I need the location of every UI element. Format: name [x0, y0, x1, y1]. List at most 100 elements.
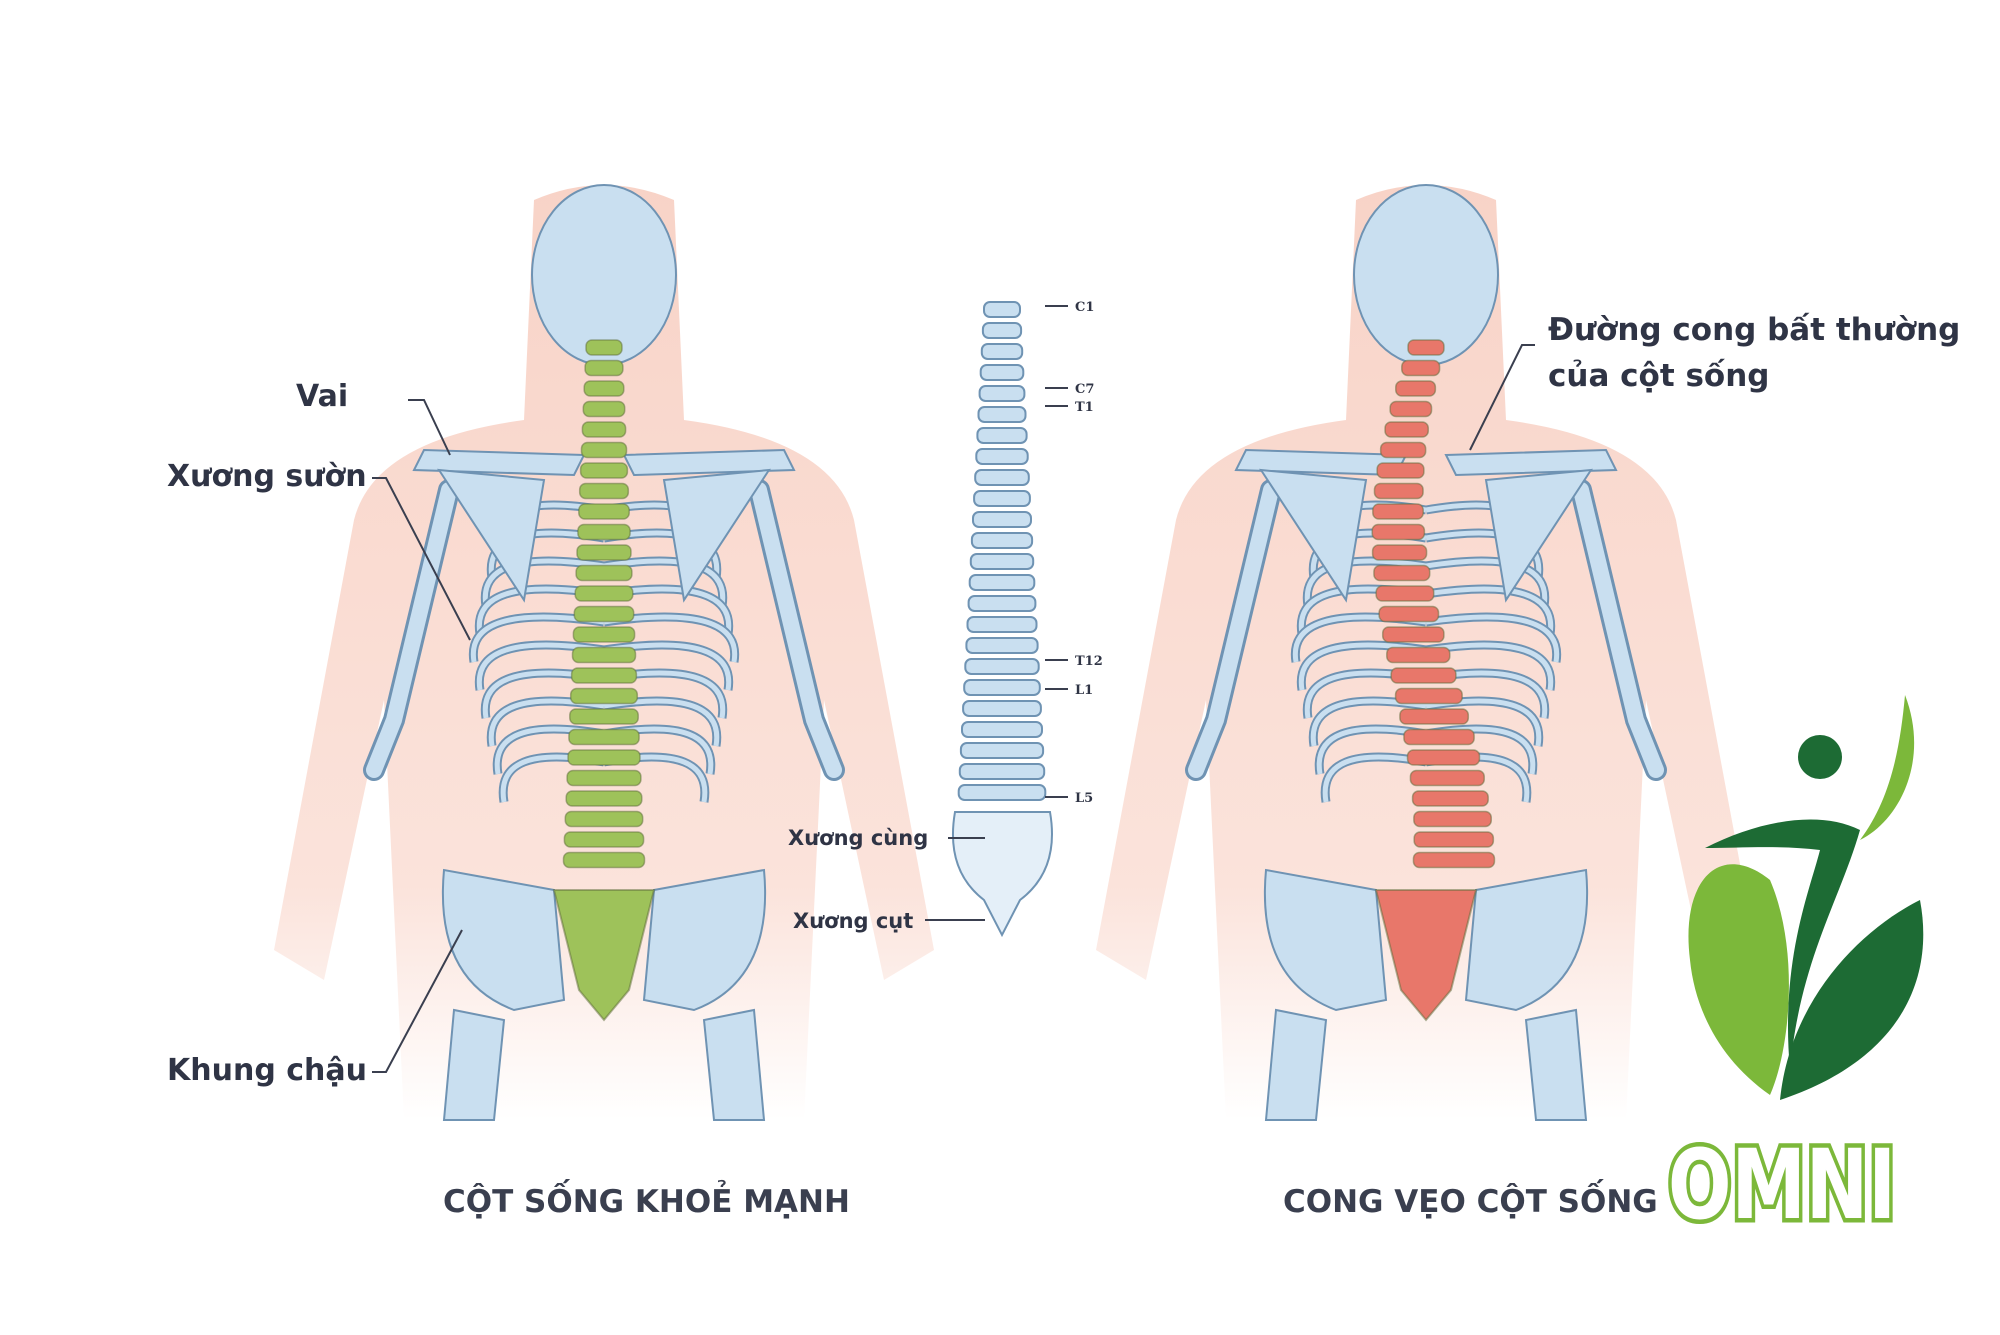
label-ribs: Xương sườn — [167, 459, 367, 494]
vertebra — [1375, 585, 1435, 602]
vertebra — [1390, 667, 1457, 684]
vertebra — [1394, 687, 1463, 705]
vertebra — [1379, 441, 1427, 459]
sacrum — [1374, 889, 1478, 1022]
label-abnormal-curve-1: Đường cong bất thường — [1548, 312, 1960, 348]
vertebra — [573, 605, 635, 623]
rib-fill — [1425, 642, 1554, 691]
vertebra — [1389, 400, 1433, 418]
reference-spine — [951, 301, 1053, 938]
label-shoulder: Vai — [296, 379, 348, 414]
vertebra — [578, 482, 630, 500]
right-femur — [1524, 1008, 1588, 1121]
vertebra — [585, 339, 623, 356]
logo-leaf-right-icon — [1780, 900, 1924, 1100]
vertebra — [562, 851, 646, 869]
marker-t12: T12 — [1075, 654, 1103, 669]
vertebra — [1376, 462, 1425, 479]
vertebra — [569, 687, 639, 705]
right-femur — [702, 1008, 766, 1121]
vertebra — [1407, 339, 1445, 356]
label-pelvis: Khung chậu — [167, 1053, 367, 1088]
vertebra — [1403, 728, 1475, 746]
right-clavicle — [1444, 448, 1618, 477]
vertebra — [970, 532, 1034, 549]
left-femur — [1264, 1008, 1328, 1121]
vertebra — [579, 462, 629, 479]
rib-fill — [1425, 586, 1554, 635]
vertebra — [1406, 749, 1481, 766]
vertebra — [584, 359, 624, 377]
vertebra — [566, 769, 642, 787]
vertebra — [565, 790, 643, 807]
vertebra — [959, 742, 1045, 759]
right-clavicle — [622, 448, 796, 477]
vertebra — [957, 784, 1047, 801]
vertebra — [964, 658, 1040, 675]
vertebra — [564, 810, 644, 828]
vertebra — [981, 322, 1023, 339]
vertebra — [576, 544, 632, 561]
sacrum — [951, 811, 1053, 938]
vertebra — [582, 400, 626, 418]
left-scapula — [437, 468, 546, 603]
vertebra — [583, 380, 625, 397]
vertebra — [575, 564, 633, 582]
vertebra — [567, 749, 641, 766]
logo-text: OMNI — [1668, 1129, 1896, 1241]
vertebra — [574, 585, 634, 602]
marker-l1: L1 — [1075, 683, 1093, 698]
vertebra — [1378, 605, 1440, 623]
label-coccyx: Xương cụt — [793, 909, 913, 933]
left-femur — [442, 1008, 506, 1121]
left-ilium — [441, 868, 566, 1012]
caption-healthy: CỘT SỐNG KHOẺ MẠNH — [443, 1179, 850, 1220]
vertebra — [975, 448, 1029, 465]
vertebra — [963, 679, 1041, 696]
skull — [1353, 184, 1499, 366]
vertebra — [966, 616, 1038, 633]
left-clavicle — [412, 448, 586, 477]
vertebra — [1395, 380, 1437, 397]
vertebra — [1412, 851, 1496, 869]
left-arm-fill — [366, 482, 457, 778]
left-scapula — [1259, 468, 1368, 603]
vertebra — [1386, 646, 1451, 664]
vertebra — [1411, 790, 1489, 807]
marker-c7: C7 — [1075, 382, 1094, 397]
vertebra — [563, 831, 645, 848]
rib-fill — [603, 642, 732, 691]
right-scapula — [1484, 468, 1593, 603]
vertebra — [958, 763, 1046, 780]
vertebra — [1371, 523, 1426, 541]
vertebra — [568, 728, 640, 746]
vertebra — [580, 441, 628, 459]
vertebra — [569, 708, 639, 725]
vertebra — [967, 595, 1037, 612]
vertebra — [572, 626, 636, 643]
vertebra — [1413, 831, 1495, 848]
vertebra — [979, 364, 1025, 381]
vertebra — [1384, 421, 1429, 438]
vertebra — [1373, 482, 1424, 500]
vertebra — [571, 646, 637, 664]
vertebra — [972, 511, 1032, 528]
rib-fill — [476, 642, 605, 691]
vertebra — [962, 700, 1042, 717]
vertebra — [1372, 503, 1424, 520]
rib-fill — [1425, 614, 1560, 663]
marker-t1: T1 — [1075, 400, 1094, 415]
label-abnormal-curve-2: của cột sống — [1548, 358, 1769, 394]
vertebra — [1401, 359, 1441, 377]
left-ilium — [1263, 868, 1388, 1012]
omni-logo: OMNI — [1664, 695, 1924, 1246]
right-arm-fill — [751, 482, 842, 778]
rib-fill — [603, 614, 738, 663]
logo-arm-icon — [1860, 695, 1915, 840]
vertebra — [578, 503, 630, 520]
left-arm-fill — [1188, 482, 1279, 778]
vertebra — [581, 421, 627, 438]
